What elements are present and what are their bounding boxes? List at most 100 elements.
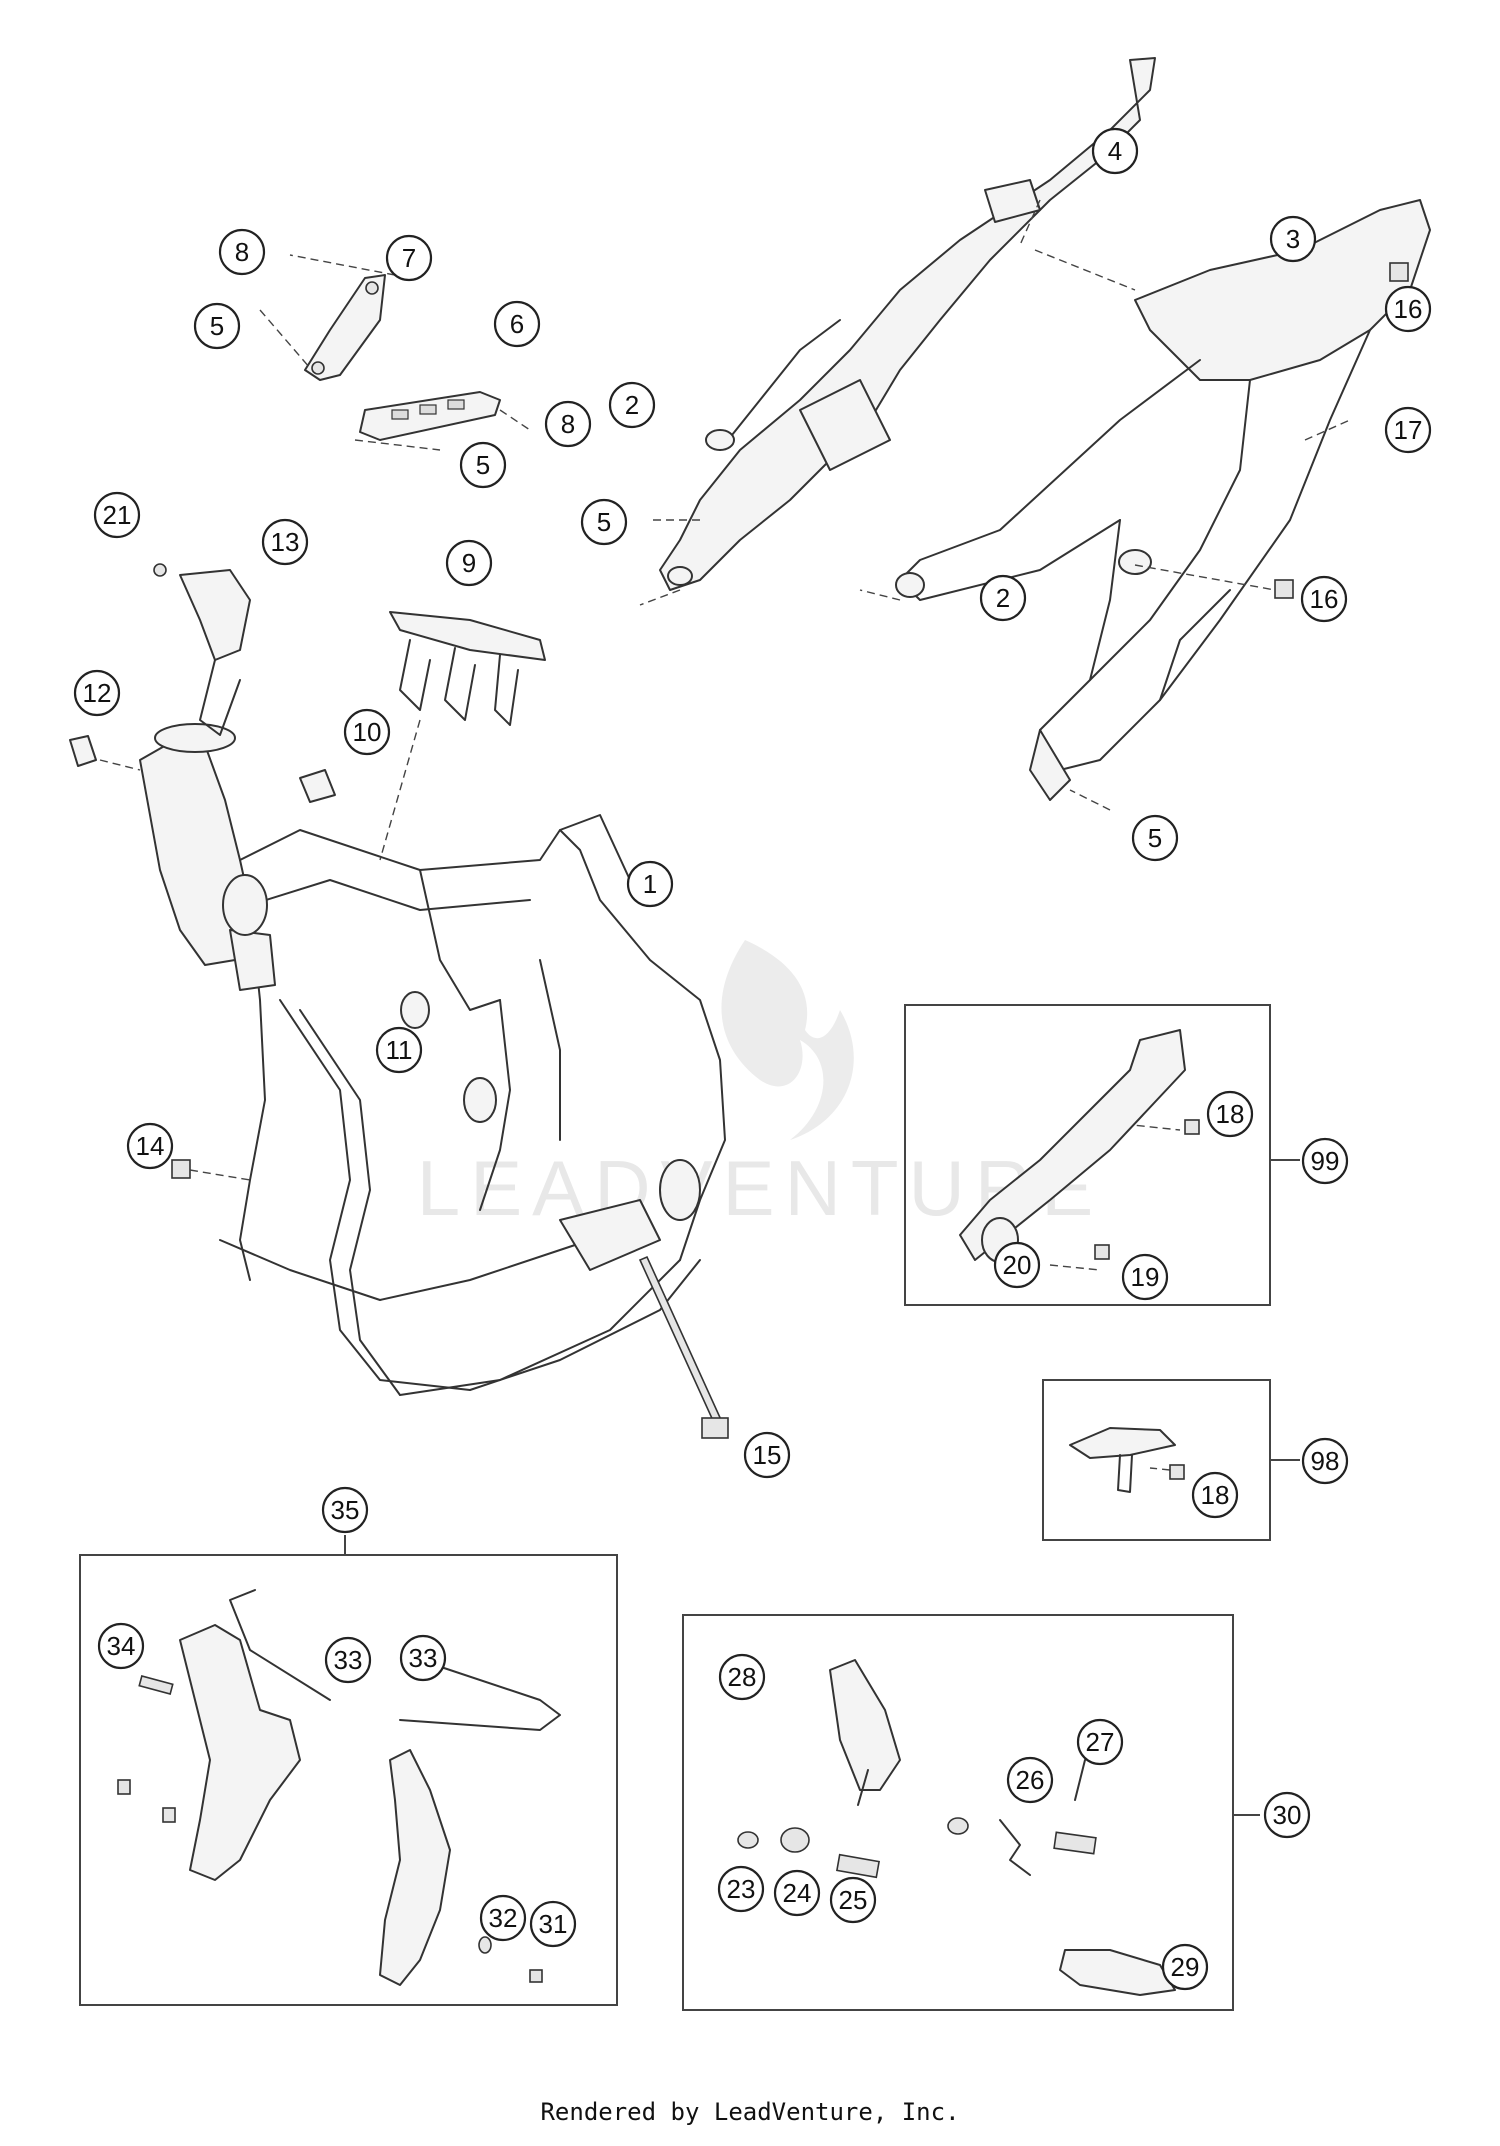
engine-bracket-right-part: [359, 391, 501, 441]
svg-text:33: 33: [409, 1643, 438, 1673]
svg-text:31: 31: [539, 1909, 568, 1939]
svg-text:35: 35: [331, 1495, 360, 1525]
callout-16: 16: [1300, 575, 1348, 623]
svg-text:18: 18: [1216, 1099, 1245, 1129]
svg-text:26: 26: [1016, 1765, 1045, 1795]
callout-9: 9: [445, 539, 493, 587]
callout-3: 3: [1269, 215, 1317, 263]
swingarm-bolt-part: [638, 1255, 729, 1439]
svg-text:23: 23: [727, 1874, 756, 1904]
callout-15: 15: [743, 1431, 791, 1479]
svg-text:16: 16: [1310, 584, 1339, 614]
callout-98: 98: [1301, 1437, 1349, 1485]
callout-26: 26: [1006, 1756, 1054, 1804]
callout-13: 13: [261, 518, 309, 566]
callouts: 1 2 2 3 4 5 5 5 5 6 7 8 8 9 10 11 12 13 …: [73, 127, 1432, 1991]
svg-text:8: 8: [235, 237, 249, 267]
watermark-flame-logo: [721, 940, 854, 1140]
callout-25: 25: [829, 1876, 877, 1924]
svg-text:1: 1: [643, 869, 657, 899]
callout-5: 5: [193, 302, 241, 350]
svg-text:6: 6: [510, 309, 524, 339]
svg-text:21: 21: [103, 500, 132, 530]
callout-1: 1: [626, 860, 674, 908]
callout-18: 18: [1206, 1090, 1254, 1138]
callout-33: 33: [399, 1634, 447, 1682]
cable-tie-holder-part: [400, 991, 430, 1029]
svg-text:8: 8: [561, 409, 575, 439]
svg-text:98: 98: [1311, 1446, 1340, 1476]
callout-4: 4: [1091, 127, 1139, 175]
svg-text:19: 19: [1131, 1262, 1160, 1292]
callout-19: 19: [1121, 1253, 1169, 1301]
callout-21: 21: [93, 491, 141, 539]
svg-text:29: 29: [1171, 1952, 1200, 1982]
callout-5: 5: [580, 498, 628, 546]
svg-text:12: 12: [83, 678, 112, 708]
sidestand-foot-part: [1069, 1427, 1176, 1493]
main-frame-part: [139, 723, 726, 1396]
callout-2: 2: [608, 381, 656, 429]
footpeg-kit-box: [682, 1614, 1260, 2011]
callout-7: 7: [385, 234, 433, 282]
svg-text:18: 18: [1201, 1480, 1230, 1510]
callout-18: 18: [1191, 1471, 1239, 1519]
callout-12: 12: [73, 669, 121, 717]
svg-text:16: 16: [1394, 294, 1423, 324]
footpeg-right-part: [1059, 1949, 1176, 1996]
footer-credit: Rendered by LeadVenture, Inc.: [540, 2098, 960, 2126]
callout-10: 10: [343, 708, 391, 756]
svg-text:30: 30: [1273, 1800, 1302, 1830]
callout-14: 14: [126, 1122, 174, 1170]
footpeg-left-part: [829, 1659, 901, 1791]
svg-text:7: 7: [402, 243, 416, 273]
svg-text:2: 2: [625, 390, 639, 420]
svg-text:3: 3: [1286, 224, 1300, 254]
callout-11: 11: [375, 1026, 423, 1074]
svg-text:10: 10: [353, 717, 382, 747]
strap-left-part: [229, 1589, 331, 1701]
kit-box-98: [1042, 1379, 1300, 1541]
callout-8: 8: [544, 400, 592, 448]
callout-8: 8: [218, 228, 266, 276]
skid-plate-part: [389, 611, 546, 726]
svg-text:9: 9: [462, 548, 476, 578]
callout-33: 33: [324, 1636, 372, 1684]
strap-right-part: [399, 1659, 561, 1731]
callout-5: 5: [459, 441, 507, 489]
watermark: LEADVENTURE: [417, 940, 1093, 1232]
svg-text:99: 99: [1311, 1146, 1340, 1176]
svg-text:5: 5: [597, 507, 611, 537]
svg-text:20: 20: [1003, 1250, 1032, 1280]
svg-text:17: 17: [1394, 415, 1423, 445]
svg-text:27: 27: [1086, 1727, 1115, 1757]
callout-23: 23: [717, 1865, 765, 1913]
callout-27: 27: [1076, 1718, 1124, 1766]
svg-text:33: 33: [334, 1645, 363, 1675]
engine-bracket-left-part: [304, 274, 386, 381]
svg-text:13: 13: [271, 527, 300, 557]
frame-protector-kit-box: [79, 1535, 618, 2006]
subframe-side-rail-part: [659, 57, 1156, 591]
callout-35: 35: [321, 1486, 369, 1534]
svg-text:28: 28: [728, 1662, 757, 1692]
svg-text:34: 34: [107, 1631, 136, 1661]
callout-17: 17: [1384, 406, 1432, 454]
callout-24: 24: [773, 1869, 821, 1917]
svg-text:24: 24: [783, 1878, 812, 1908]
svg-text:5: 5: [1148, 823, 1162, 853]
svg-text:14: 14: [136, 1131, 165, 1161]
subframe-nuts: [1274, 262, 1409, 599]
rubber-grommet-part: [69, 735, 97, 767]
callout-16: 16: [1384, 285, 1432, 333]
callout-20: 20: [993, 1241, 1041, 1289]
hose-holder-part: [153, 563, 251, 736]
callout-29: 29: [1161, 1943, 1209, 1991]
cable-clip-part: [299, 769, 336, 803]
svg-text:4: 4: [1108, 136, 1122, 166]
callout-28: 28: [718, 1653, 766, 1701]
svg-text:5: 5: [476, 450, 490, 480]
callout-34: 34: [97, 1622, 145, 1670]
frame-protector-right-part: [379, 1749, 451, 1986]
